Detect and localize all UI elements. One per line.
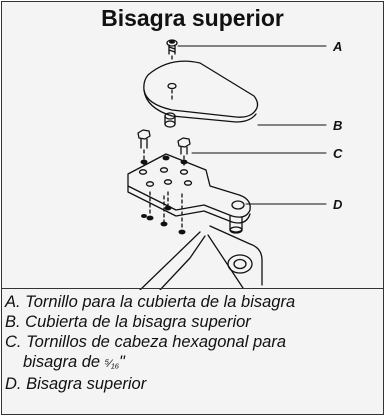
legend-item-b: B. Cubierta de la bisagra superior xyxy=(5,313,251,331)
mounting-holes xyxy=(140,40,188,235)
leader-lines xyxy=(177,45,327,205)
legend-item-d: D. Bisagra superior xyxy=(5,375,147,393)
alignment-lines xyxy=(149,191,183,231)
callout-c: C xyxy=(333,146,343,161)
screw-a xyxy=(166,39,178,63)
callout-d: D xyxy=(333,197,343,212)
fraction-5-16: ⁵⁄₁₆ xyxy=(104,358,119,370)
figure-title: Bisagra superior xyxy=(101,5,284,31)
legend-item-c-continuation: bisagra de ⁵⁄₁₆" xyxy=(23,353,125,371)
hinge-cover-b xyxy=(143,60,259,123)
hinge-illustration: A B C D xyxy=(127,39,343,290)
hinge-plate-d xyxy=(127,153,251,234)
callout-a: A xyxy=(332,39,342,54)
cabinet-top-outline xyxy=(139,225,263,290)
legend-item-c: C. Tornillos de cabeza hexagonal para bi… xyxy=(5,332,383,374)
parts-legend: A. Tornillo para la cubierta de la bisag… xyxy=(5,292,383,394)
callout-b: B xyxy=(333,118,342,133)
legend-divider xyxy=(1,288,383,289)
legend-item-a: A. Tornillo para la cubierta de la bisag… xyxy=(5,293,296,311)
cover-spacer xyxy=(164,112,176,128)
